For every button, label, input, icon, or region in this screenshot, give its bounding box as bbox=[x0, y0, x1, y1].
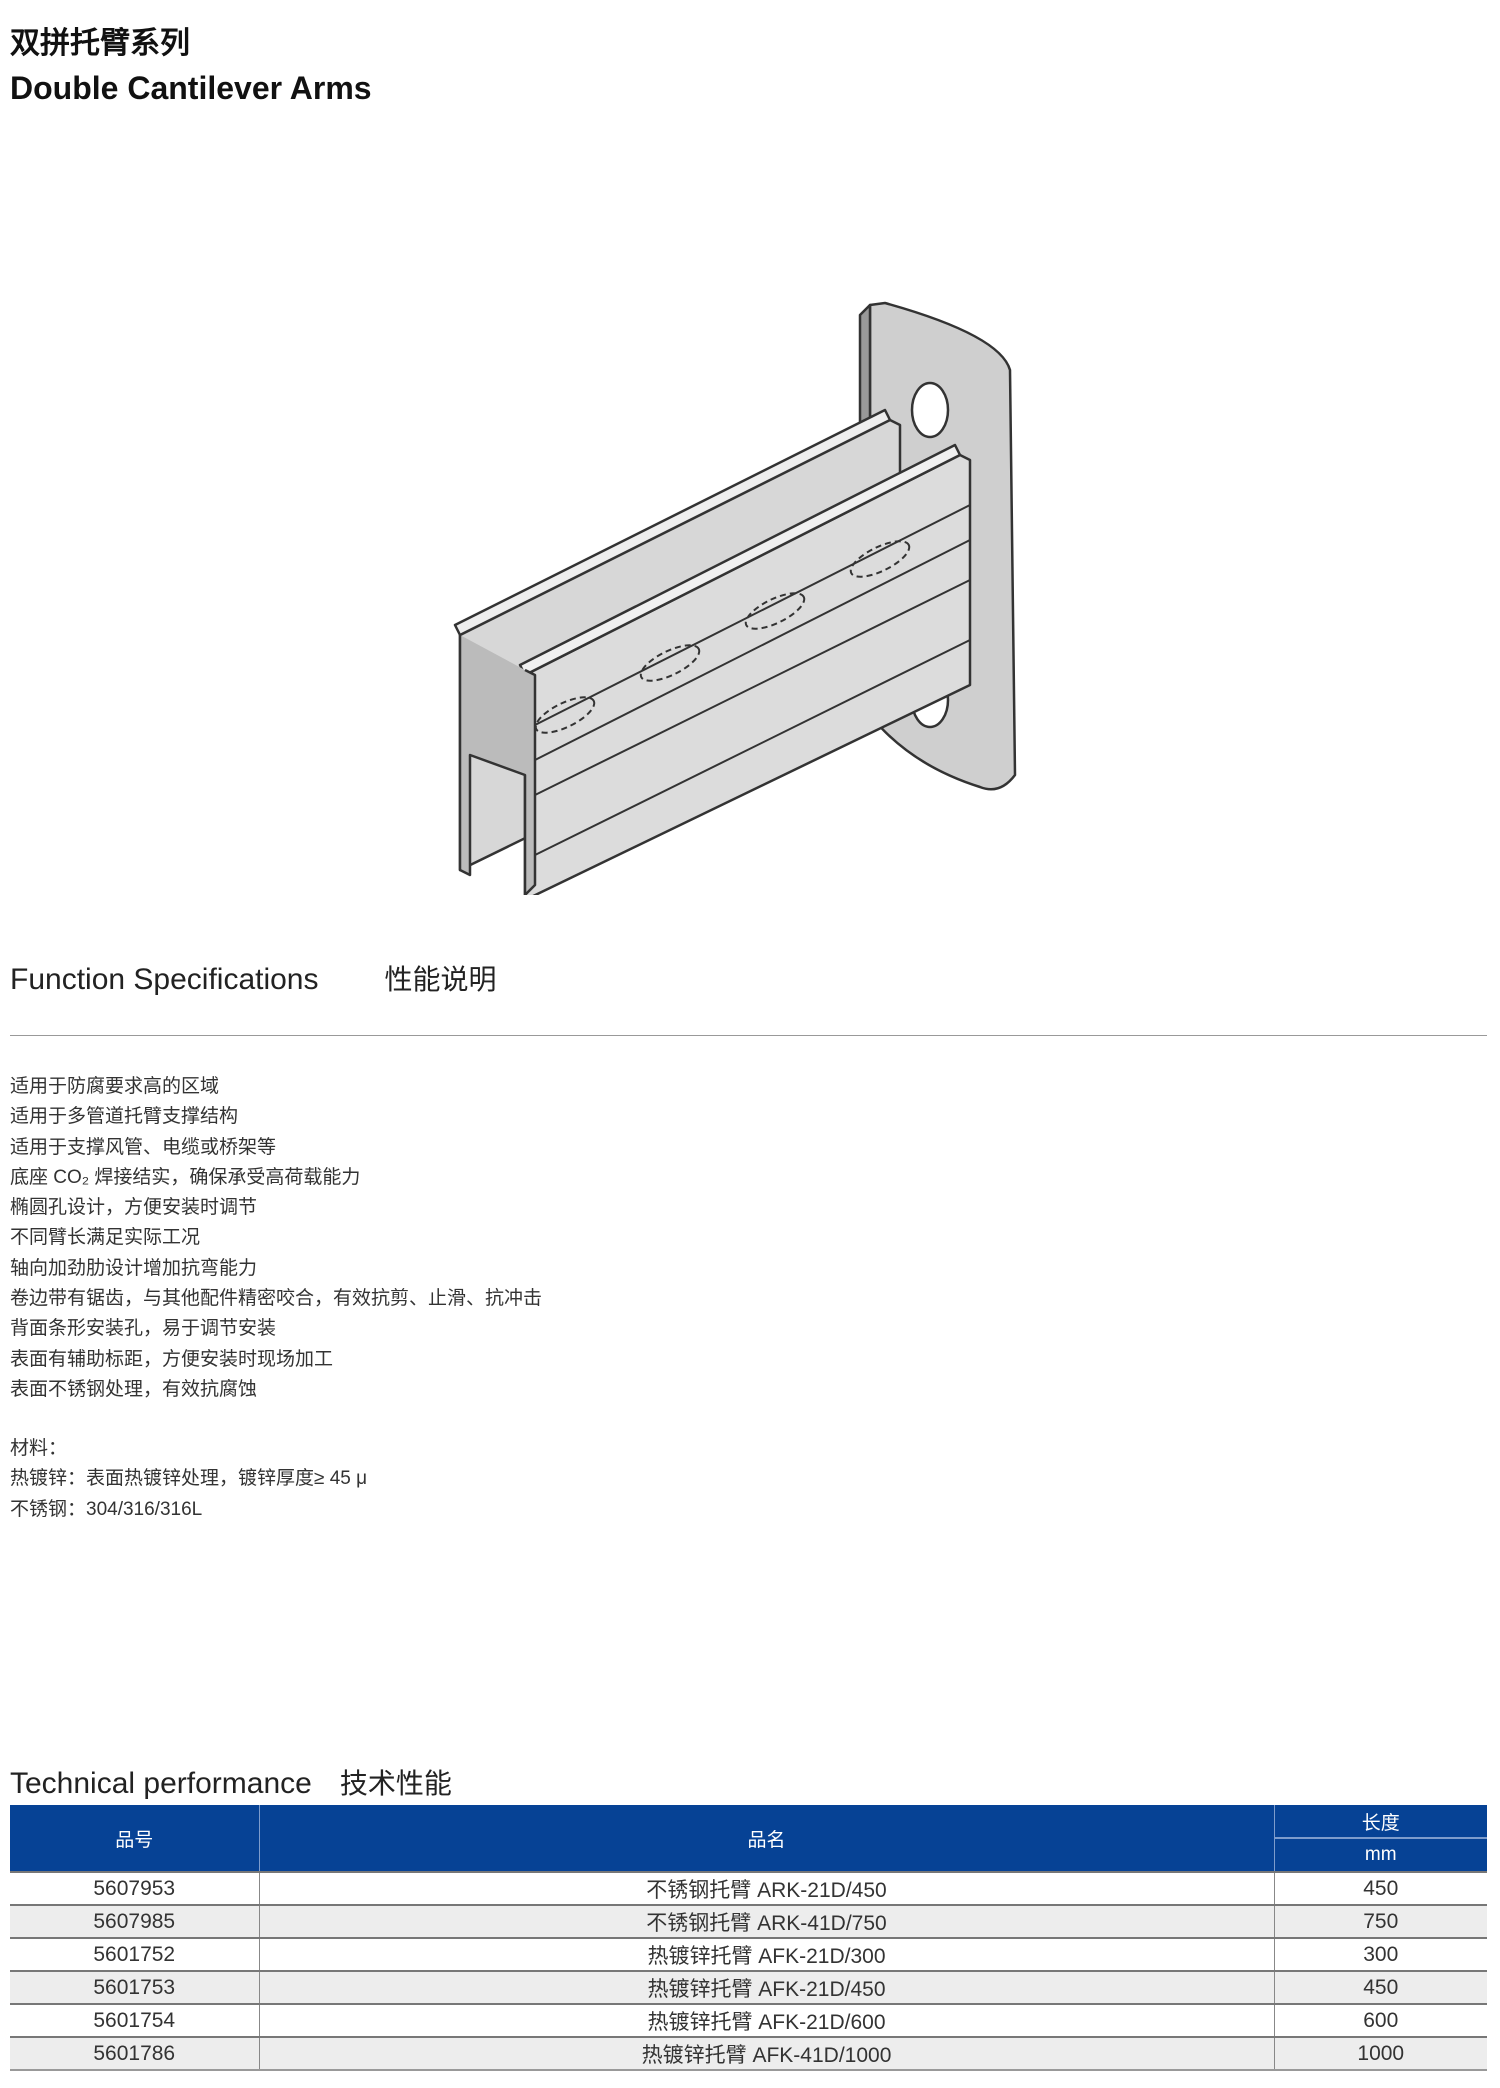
cantilever-arm-image bbox=[453, 301, 1017, 895]
material-item: 热镀锌：表面热镀锌处理，镀锌厚度≥ 45 μ bbox=[10, 1468, 368, 1490]
feature-item: 适用于多管道托臂支撑结构 bbox=[10, 1106, 239, 1128]
cell-length: 1000 bbox=[1273, 2036, 1487, 2071]
cell-code: 5601753 bbox=[10, 1970, 259, 2004]
materials-label: 材料： bbox=[10, 1438, 68, 1459]
cell-name: 热镀锌托臂 AFK-21D/600 bbox=[258, 2003, 1274, 2037]
cell-length: 750 bbox=[1273, 1904, 1487, 1938]
cell-name: 热镀锌托臂 AFK-41D/1000 bbox=[258, 2036, 1274, 2071]
header-name: 品名 bbox=[258, 1805, 1274, 1872]
section-divider bbox=[10, 1035, 1487, 1036]
cell-length: 450 bbox=[1273, 1970, 1487, 2004]
page-title-en: Double Cantilever Arms bbox=[10, 70, 372, 106]
feature-item: 适用于防腐要求高的区域 bbox=[10, 1076, 220, 1097]
header-unit: mm bbox=[1273, 1838, 1487, 1872]
feature-list: 适用于防腐要求高的区域 适用于多管道托臂支撑结构 适用于支撑风管、电缆或桥架等 … bbox=[10, 1072, 542, 1405]
cell-code: 5601752 bbox=[10, 1937, 259, 1971]
function-specs-title-cn: 性能说明 bbox=[384, 964, 497, 995]
cell-name: 不锈钢托臂 ARK-41D/750 bbox=[258, 1904, 1274, 1938]
feature-item: 椭圆孔设计，方便安装时调节 bbox=[10, 1197, 258, 1219]
function-specs-title-en: Function Specifications bbox=[10, 963, 319, 996]
cell-length: 300 bbox=[1273, 1937, 1487, 1971]
header-length: 长度 bbox=[1273, 1805, 1487, 1839]
feature-item: 轴向加劲肋设计增加抗弯能力 bbox=[10, 1257, 258, 1279]
cell-code: 5601786 bbox=[10, 2036, 259, 2071]
materials-block: 材料： 热镀锌：表面热镀锌处理，镀锌厚度≥ 45 μ 不锈钢：304/316/3… bbox=[10, 1434, 367, 1525]
cell-name: 热镀锌托臂 AFK-21D/300 bbox=[258, 1937, 1274, 1971]
cell-name: 热镀锌托臂 AFK-21D/450 bbox=[258, 1970, 1274, 2004]
feature-item: 卷边带有锯齿，与其他配件精密咬合，有效抗剪、止滑、抗冲击 bbox=[10, 1288, 543, 1310]
feature-item: 表面有辅助标距，方便安装时现场加工 bbox=[10, 1348, 334, 1370]
function-specs-heading: Function Specifications 性能说明 bbox=[10, 958, 497, 998]
feature-item: 适用于支撑风管、电缆或桥架等 bbox=[10, 1136, 277, 1158]
cell-code: 5607985 bbox=[10, 1904, 259, 1938]
feature-item: 表面不锈钢处理，有效抗腐蚀 bbox=[10, 1378, 258, 1400]
technical-title-en: Technical performance bbox=[10, 1767, 312, 1800]
page-title-cn: 双拼托臂系列 bbox=[10, 27, 190, 60]
feature-item: 不同臂长满足实际工况 bbox=[10, 1227, 201, 1249]
header-code: 品号 bbox=[10, 1805, 259, 1872]
material-item: 不锈钢：304/316/316L bbox=[10, 1498, 203, 1520]
feature-item: 底座 CO₂ 焊接结实，确保承受高荷载能力 bbox=[10, 1166, 361, 1188]
technical-title-cn: 技术性能 bbox=[339, 1768, 452, 1799]
cell-length: 600 bbox=[1273, 2003, 1487, 2037]
cell-name: 不锈钢托臂 ARK-21D/450 bbox=[258, 1871, 1274, 1905]
feature-item: 背面条形安装孔，易于调节安装 bbox=[10, 1318, 277, 1340]
cell-code: 5601754 bbox=[10, 2003, 259, 2037]
cell-code: 5607953 bbox=[10, 1871, 259, 1905]
cell-length: 450 bbox=[1273, 1871, 1487, 1905]
technical-heading: Technical performance 技术性能 bbox=[10, 1762, 452, 1802]
